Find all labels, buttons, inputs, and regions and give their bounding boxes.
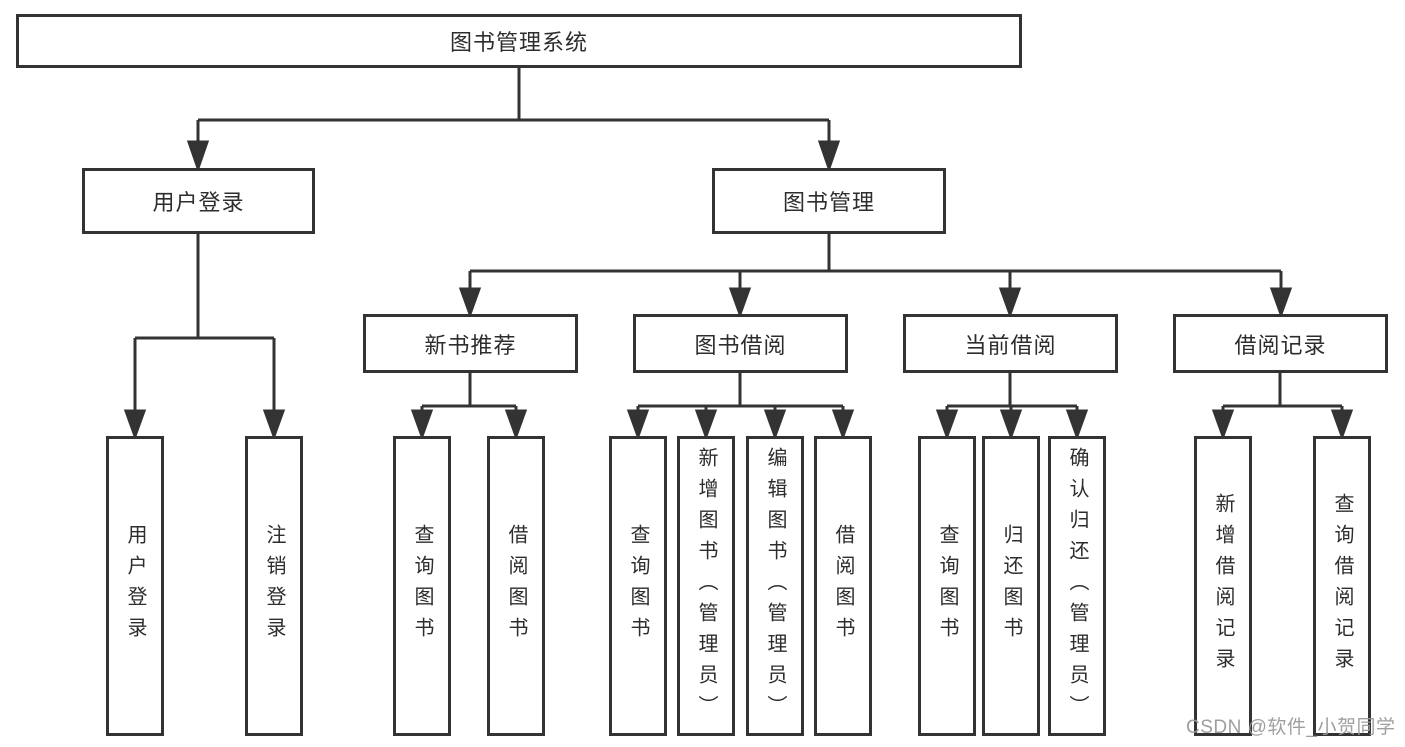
leaf-query-book-3: 查询图书 xyxy=(918,436,976,736)
arrowhead xyxy=(186,140,210,173)
connector-new-book xyxy=(410,373,528,441)
connector-current-borrow xyxy=(935,373,1089,441)
connector-root xyxy=(186,68,841,173)
arrowhead xyxy=(262,409,286,441)
connector-borrow-records xyxy=(1211,373,1354,441)
arrowhead xyxy=(763,409,787,441)
connector-book-mgmt xyxy=(458,234,1293,319)
node-book-mgmt-label: 图书管理 xyxy=(782,190,875,215)
arrowhead xyxy=(817,140,841,173)
arrowhead xyxy=(410,409,434,441)
leaf-add-borrow-record-label: 新增借阅记录 xyxy=(1212,493,1234,679)
node-new-book-rec-label: 新书推荐 xyxy=(424,332,517,358)
node-borrow-records-label: 借阅记录 xyxy=(1234,332,1327,358)
arrowhead xyxy=(935,409,959,441)
leaf-query-book-1: 查询图书 xyxy=(393,436,451,736)
arrowhead xyxy=(458,287,482,319)
node-new-book-rec: 新书推荐 xyxy=(363,314,578,373)
node-borrow-records: 借阅记录 xyxy=(1173,314,1388,373)
arrowhead xyxy=(626,409,650,441)
arrowhead xyxy=(504,409,528,441)
leaf-query-book-2: 查询图书 xyxy=(609,436,667,736)
arrowhead xyxy=(694,409,718,441)
arrowhead xyxy=(123,409,147,441)
node-current-borrow: 当前借阅 xyxy=(903,314,1118,373)
arrowhead xyxy=(1211,409,1235,441)
node-book-borrow-label: 图书借阅 xyxy=(694,332,787,358)
arrowhead xyxy=(831,409,855,441)
node-current-borrow-label: 当前借阅 xyxy=(964,332,1057,358)
connector-user-login xyxy=(123,234,286,441)
leaf-confirm-return-admin-label: 确认归还（管理员） xyxy=(1066,446,1088,726)
connector-book-borrow xyxy=(626,373,855,441)
node-root-label: 图书管理系统 xyxy=(449,30,588,55)
leaf-return-book-label: 归还图书 xyxy=(1000,524,1022,648)
node-user-login-label: 用户登录 xyxy=(152,190,245,215)
leaf-query-book-2-label: 查询图书 xyxy=(627,524,649,648)
node-user-login: 用户登录 xyxy=(82,168,315,234)
leaf-logout-label: 注销登录 xyxy=(263,524,285,648)
leaf-logout: 注销登录 xyxy=(245,436,303,736)
leaf-confirm-return-admin: 确认归还（管理员） xyxy=(1048,436,1106,736)
leaf-query-book-1-label: 查询图书 xyxy=(411,524,433,648)
csdn-watermark: CSDN @软件_小贺同学 xyxy=(1186,717,1396,738)
arrowhead xyxy=(1269,287,1293,319)
arrowhead xyxy=(998,287,1022,319)
leaf-user-login: 用户登录 xyxy=(106,436,164,736)
arrowhead xyxy=(728,287,752,319)
arrowhead xyxy=(999,409,1023,441)
leaf-borrow-book-2-label: 借阅图书 xyxy=(832,524,854,648)
leaf-borrow-book-1-label: 借阅图书 xyxy=(505,524,527,648)
leaf-add-borrow-record: 新增借阅记录 xyxy=(1194,436,1252,736)
leaf-query-borrow-record: 查询借阅记录 xyxy=(1313,436,1371,736)
leaf-borrow-book-1: 借阅图书 xyxy=(487,436,545,736)
leaf-query-book-3-label: 查询图书 xyxy=(936,524,958,648)
leaf-borrow-book-2: 借阅图书 xyxy=(814,436,872,736)
leaf-user-login-label: 用户登录 xyxy=(124,524,146,648)
arrowhead xyxy=(1330,409,1354,441)
leaf-edit-book-admin-label: 编辑图书（管理员） xyxy=(764,446,786,726)
node-book-mgmt: 图书管理 xyxy=(712,168,946,234)
leaf-query-borrow-record-label: 查询借阅记录 xyxy=(1331,493,1353,679)
leaf-add-book-admin: 新增图书（管理员） xyxy=(677,436,735,736)
leaf-edit-book-admin: 编辑图书（管理员） xyxy=(746,436,804,736)
leaf-return-book: 归还图书 xyxy=(982,436,1040,736)
leaf-add-book-admin-label: 新增图书（管理员） xyxy=(695,446,717,726)
arrowhead xyxy=(1065,409,1089,441)
node-root: 图书管理系统 xyxy=(16,14,1022,68)
node-book-borrow: 图书借阅 xyxy=(633,314,848,373)
